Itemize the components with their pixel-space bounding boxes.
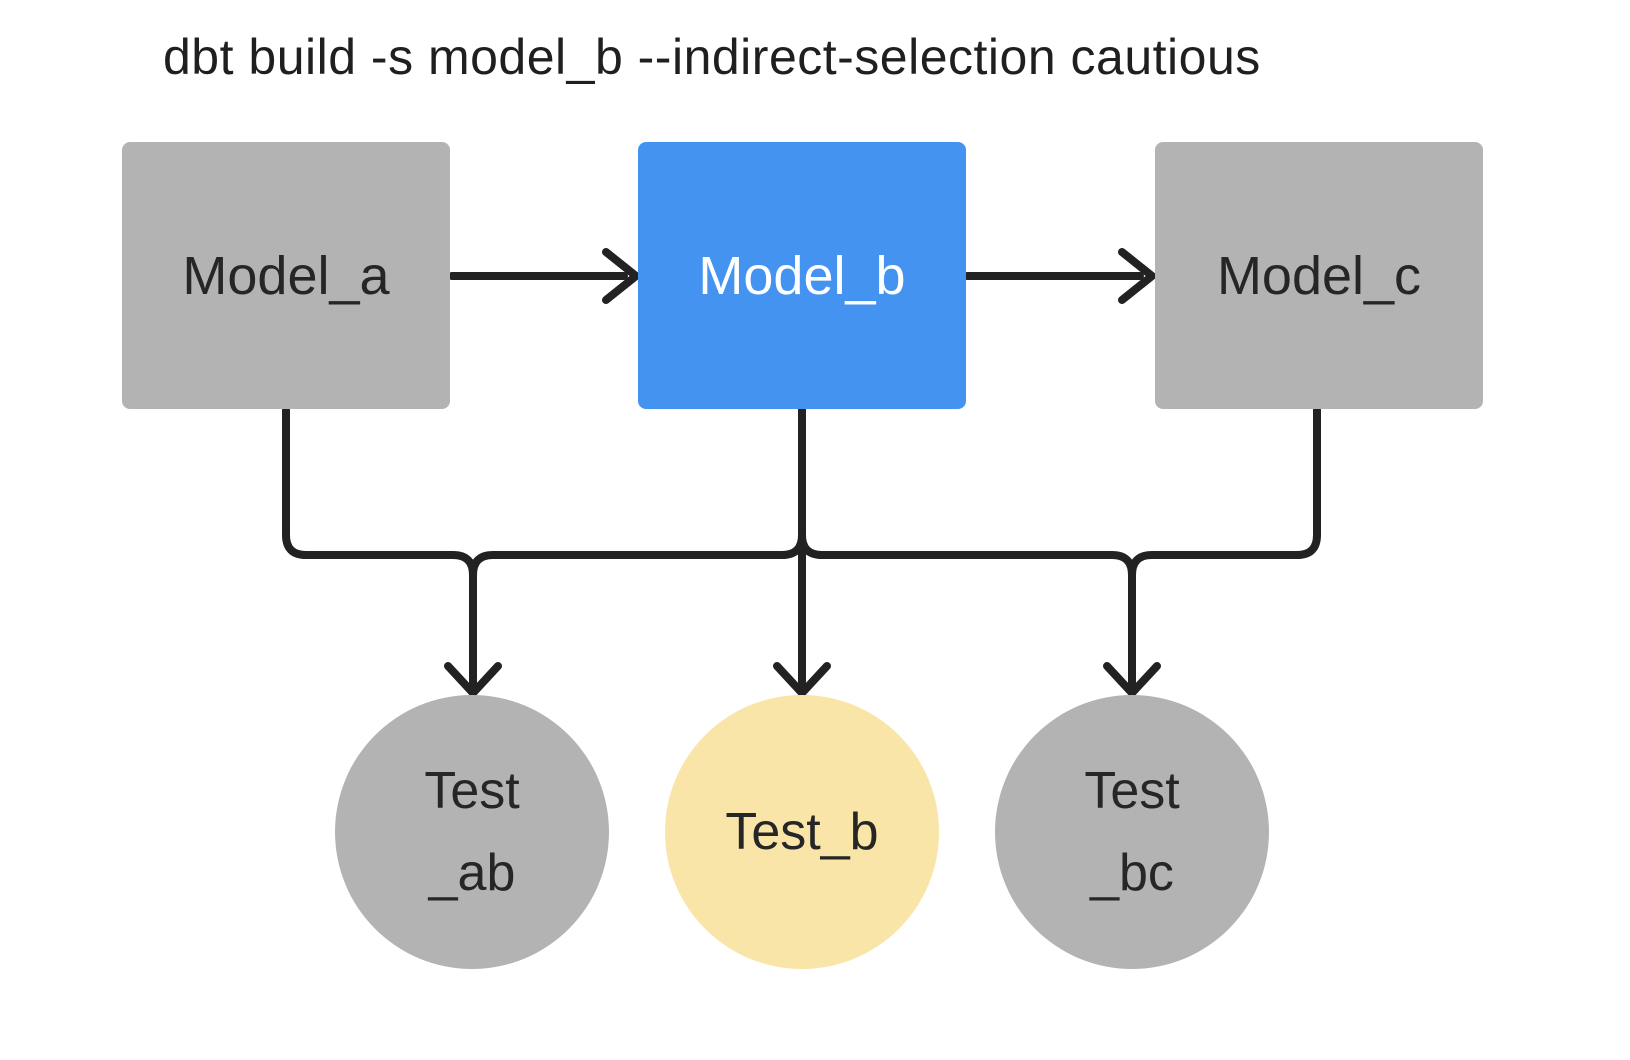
arrowhead-right-icon: [602, 248, 640, 304]
arrowhead-right-icon: [1118, 248, 1156, 304]
node-model-b: Model_b: [638, 142, 966, 409]
node-model-c-label: Model_c: [1216, 245, 1422, 306]
node-model-a: Model_a: [122, 142, 450, 409]
node-model-b-label: Model_b: [698, 245, 906, 306]
node-model-a-label: Model_a: [182, 245, 390, 306]
edge-model-b-to-test-bc: [798, 531, 1136, 690]
diagram-title: dbt build -s model_b --indirect-selectio…: [163, 29, 1261, 85]
node-test-ab-label-line2: _ab: [428, 844, 516, 902]
node-test-bc-label-line1: Test: [1084, 762, 1180, 820]
arrowhead-down-icon: [773, 662, 831, 697]
arrowhead-down-icon: [1103, 662, 1161, 697]
node-test-ab: Test _ab: [335, 695, 609, 969]
edge-model-a-to-test-ab: [282, 406, 477, 690]
node-test-b: Test_b: [665, 695, 939, 969]
edge-model-c-to-test-bc: [1128, 406, 1321, 690]
node-test-ab-label-line1: Test: [424, 762, 520, 820]
node-test-b-label: Test_b: [725, 803, 879, 861]
node-test-bc: Test _bc: [995, 695, 1269, 969]
node-test-bc-label-line2: _bc: [1090, 844, 1174, 902]
node-model-c: Model_c: [1155, 142, 1483, 409]
arrowhead-down-icon: [444, 662, 502, 697]
edge-model-b-to-test-ab: [469, 531, 806, 690]
